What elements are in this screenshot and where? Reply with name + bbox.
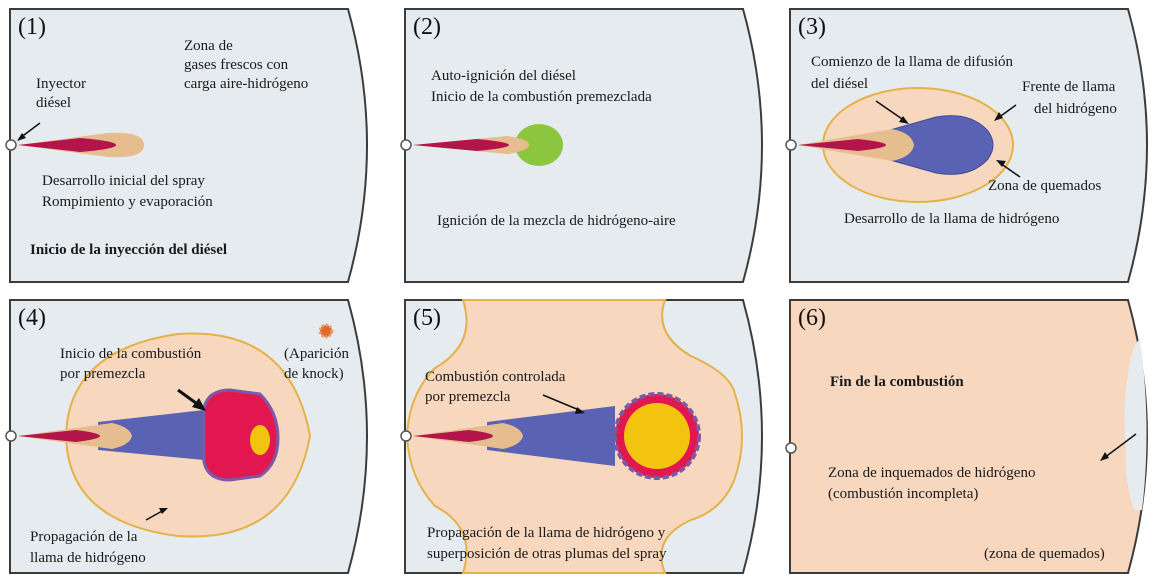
cylinder-outline (404, 8, 763, 283)
label-h2-flame-dev: Desarrollo de la llama de hidrógeno (844, 211, 1060, 227)
panel-number: (4) (18, 305, 46, 331)
unburned-arrow (1103, 433, 1137, 459)
panel-number: (5) (413, 305, 441, 331)
ignition-zone (515, 124, 563, 166)
panel-5-diagram (400, 299, 763, 574)
panel-1: (1) Zona de gases frescos con carga aire… (5, 7, 383, 284)
label-burned-zone: Zona de quemados (988, 178, 1102, 194)
label-fresh-zone-2: gases frescos con (184, 57, 289, 73)
label-premix-start-2: por premezcla (60, 366, 146, 382)
label-autoignition-1: Auto-ignición del diésel (431, 68, 576, 84)
controlled-arrowhead (575, 407, 585, 414)
diffusion-arrowhead (899, 116, 909, 124)
label-knock-1: (Aparición (284, 346, 349, 362)
panel-3-diagram (785, 8, 1148, 283)
burned-zone-arrowhead (996, 160, 1006, 167)
injector-nozzle (5, 139, 17, 151)
injector-nozzle (785, 139, 797, 151)
panel-5: (5) Combustión controlada por premezcla … (400, 298, 778, 575)
label-diffusion-start-2: del diésel (811, 76, 869, 92)
cylinder-outline (9, 8, 368, 283)
diffusion-flame (487, 406, 615, 466)
stage-title: Inicio de la inyección del diésel (30, 242, 228, 258)
injector-nozzle (5, 430, 17, 442)
diffusion-flame (882, 115, 994, 175)
label-controlled-1: Combustión controlada (425, 369, 566, 385)
label-knock-2: de knock) (284, 366, 344, 382)
spray-core (413, 139, 509, 151)
label-fresh-zone-1: Zona de (184, 38, 233, 54)
spray-core (18, 138, 116, 152)
panel-6: (6) Fin de la combustión Zona de inquema… (785, 298, 1163, 575)
spray-core (18, 430, 100, 442)
unburned-arrowhead (1100, 452, 1109, 461)
label-unburned-1: Zona de inquemados de hidrógeno (828, 465, 1036, 481)
label-propagation-overlap-1: Propagación de la llama de hidrógeno y (427, 525, 666, 541)
propagation-arrowhead (159, 508, 168, 514)
premix-arrowhead (192, 398, 206, 411)
panel-4: (4) Inicio de la combustión por premezcl… (5, 298, 383, 575)
cylinder-outline (789, 299, 1148, 574)
spray-core (798, 139, 886, 151)
label-injector-1: Inyector (36, 76, 86, 92)
label-h2-ignition: Ignición de la mezcla de hidrógeno-aire (437, 213, 676, 229)
premix-core (624, 403, 690, 469)
injector-nozzle (785, 442, 797, 454)
burned-zone-arrow (999, 162, 1021, 178)
label-unburned-2: (combustión incompleta) (828, 486, 979, 502)
injector-arrowhead (17, 133, 26, 141)
label-end: Fin de la combustión (830, 374, 964, 390)
label-spray-dev-2: Rompimiento y evaporación (42, 194, 213, 210)
spray-core (413, 430, 493, 442)
panel-3: (3) Comienzo de la llama de difusión del… (785, 7, 1163, 284)
panel-number: (1) (18, 14, 46, 40)
injector-nozzle (400, 139, 412, 151)
label-flame-front-2: del hidrógeno (1034, 101, 1117, 117)
injector-nozzle (400, 430, 412, 442)
label-fresh-zone-3: carga aire-hidrógeno (184, 76, 309, 92)
label-autoignition-2: Inicio de la combustión premezclada (431, 89, 652, 105)
flame-front-arrowhead (994, 112, 1003, 121)
panel-4-diagram (5, 299, 368, 574)
panel-2: (2) Auto-ignición del diésel Inicio de l… (400, 7, 778, 284)
unburned-region (1124, 338, 1147, 510)
label-controlled-2: por premezcla (425, 389, 511, 405)
label-premix-start-1: Inicio de la combustión (60, 346, 202, 362)
diffusion-arrow (875, 100, 906, 122)
knock-spot (318, 323, 334, 339)
panel-2-diagram (400, 8, 763, 283)
panel-number: (6) (798, 305, 826, 331)
diffusion-flame (98, 410, 204, 460)
premix-flame (202, 388, 280, 482)
panel-6-diagram (785, 299, 1148, 574)
controlled-arrow (542, 394, 580, 411)
label-propagation-overlap-2: superposición de otras plumas del spray (427, 546, 667, 562)
panel-1-diagram (5, 8, 368, 283)
premix-core (250, 425, 270, 455)
label-burned: (zona de quemados) (984, 546, 1105, 562)
label-propagation-1: Propagación de la (30, 529, 138, 545)
label-propagation-2: llama de hidrógeno (30, 550, 146, 566)
panel-number: (2) (413, 14, 441, 40)
label-diffusion-start-1: Comienzo de la llama de difusión (811, 54, 1014, 70)
label-spray-dev-1: Desarrollo inicial del spray (42, 173, 205, 189)
label-injector-2: diésel (36, 95, 71, 111)
panel-number: (3) (798, 14, 826, 40)
label-flame-front-1: Frente de llama (1022, 79, 1116, 95)
